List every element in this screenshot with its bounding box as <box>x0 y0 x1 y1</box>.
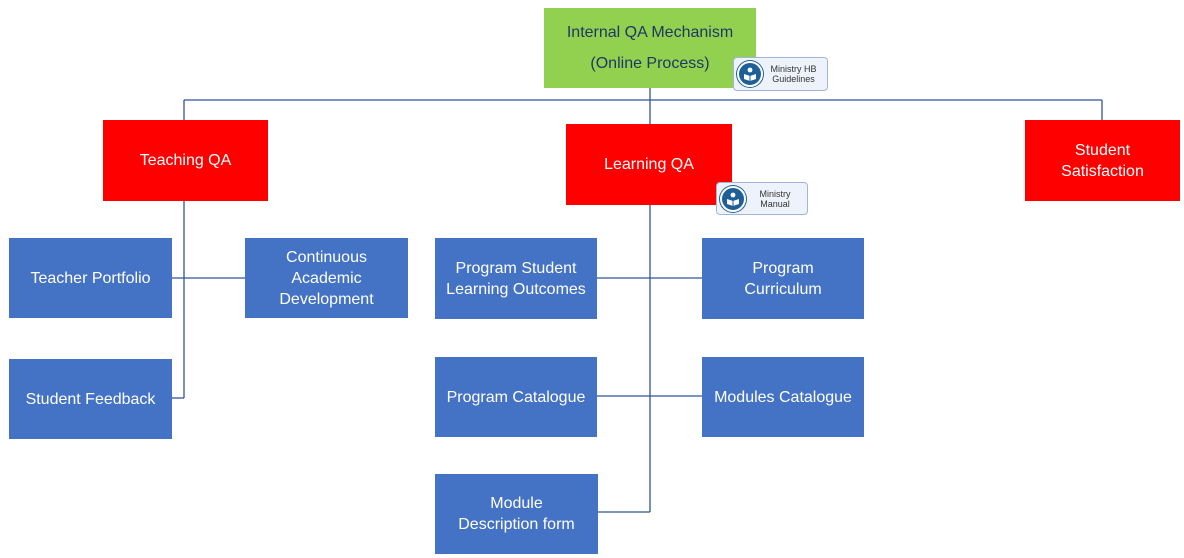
book-reader-icon <box>720 185 746 212</box>
student-feedback-node: Student Feedback <box>9 359 172 439</box>
module-description-form-label: Module Description form <box>458 495 575 533</box>
program-curriculum-node: Program Curriculum <box>702 238 864 319</box>
continuous-academic-development-node: Continuous Academic Development <box>245 238 408 318</box>
book-reader-icon <box>737 61 763 87</box>
student-satisfaction-node: Student Satisfaction <box>1025 120 1180 201</box>
learning-qa-node: Learning QA <box>566 124 732 205</box>
continuous-academic-development-label: Continuous Academic Development <box>279 248 374 308</box>
program-student-learning-outcomes-label: Program Student Learning Outcomes <box>446 259 586 298</box>
modules-catalogue-node: Modules Catalogue <box>702 357 864 437</box>
program-student-learning-outcomes-node: Program Student Learning Outcomes <box>435 238 597 319</box>
ministry-manual-badge[interactable]: Ministry Manual <box>716 182 808 215</box>
root-label: Internal QA Mechanism (Online Process) <box>566 24 734 72</box>
ministry-hb-guidelines-label: Ministry HB Guidelines <box>770 64 817 84</box>
learning-qa-label: Learning QA <box>604 156 694 173</box>
teaching-qa-node: Teaching QA <box>103 120 268 201</box>
student-feedback-label: Student Feedback <box>25 390 156 408</box>
program-catalogue-node: Program Catalogue <box>435 357 597 437</box>
teaching-qa-label: Teaching QA <box>139 152 232 169</box>
module-description-form-node: Module Description form <box>435 474 598 554</box>
ministry-manual-label: Ministry Manual <box>759 188 791 209</box>
student-satisfaction-label: Student Satisfaction <box>1061 141 1144 180</box>
program-curriculum-label: Program Curriculum <box>744 259 822 298</box>
ministry-hb-guidelines-badge[interactable]: Ministry HB Guidelines <box>733 57 828 91</box>
teacher-portfolio-label: Teacher Portfolio <box>30 269 151 287</box>
program-catalogue-label: Program Catalogue <box>446 388 586 406</box>
modules-catalogue-label: Modules Catalogue <box>714 388 852 406</box>
teacher-portfolio-node: Teacher Portfolio <box>9 238 172 318</box>
root-node: Internal QA Mechanism (Online Process) <box>544 8 756 88</box>
